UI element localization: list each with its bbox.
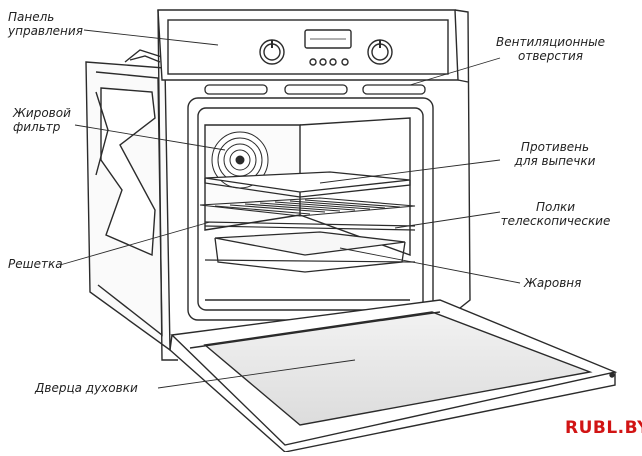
label-grease-filter-line1: Жировой [13,106,71,120]
leader-lines [59,29,521,389]
label-grease-filter: Жировой фильтр [13,106,71,134]
label-vents-line1: Вентиляционные [496,35,605,49]
label-oven-door: Дверца духовки [35,381,138,395]
label-telescopic-shelves: Полки телескопические [493,200,618,228]
label-baking-tray-line2: для выпечки [514,154,596,168]
telescopic-rails [204,221,416,263]
label-baking-tray-line1: Противень [520,140,590,154]
roasting-pan [214,231,406,273]
grill-rack [199,197,416,217]
ventilation-slots [204,84,426,95]
label-roasting-pan: Жаровня [524,276,582,290]
label-telescopic-shelves-line1: Полки [535,200,576,214]
oven-side-panel [85,49,171,352]
oven-door [169,299,618,453]
label-vents-line2: отверстия [517,49,583,63]
label-grill-rack: Решетка [8,257,63,271]
oven-body [157,9,471,361]
label-control-panel: Панель управления [8,10,83,38]
watermark-logo: RUBL.BY [565,418,642,438]
label-vents: Вентиляционные отверстия [488,35,613,63]
label-control-panel-line2: управления [8,24,83,38]
label-baking-tray: Противень для выпечки [500,140,610,168]
label-control-panel-line1: Панель [8,10,55,24]
baking-tray [204,171,411,198]
label-grease-filter-line2: фильтр [13,120,61,134]
label-telescopic-shelves-line2: телескопические [500,214,611,228]
